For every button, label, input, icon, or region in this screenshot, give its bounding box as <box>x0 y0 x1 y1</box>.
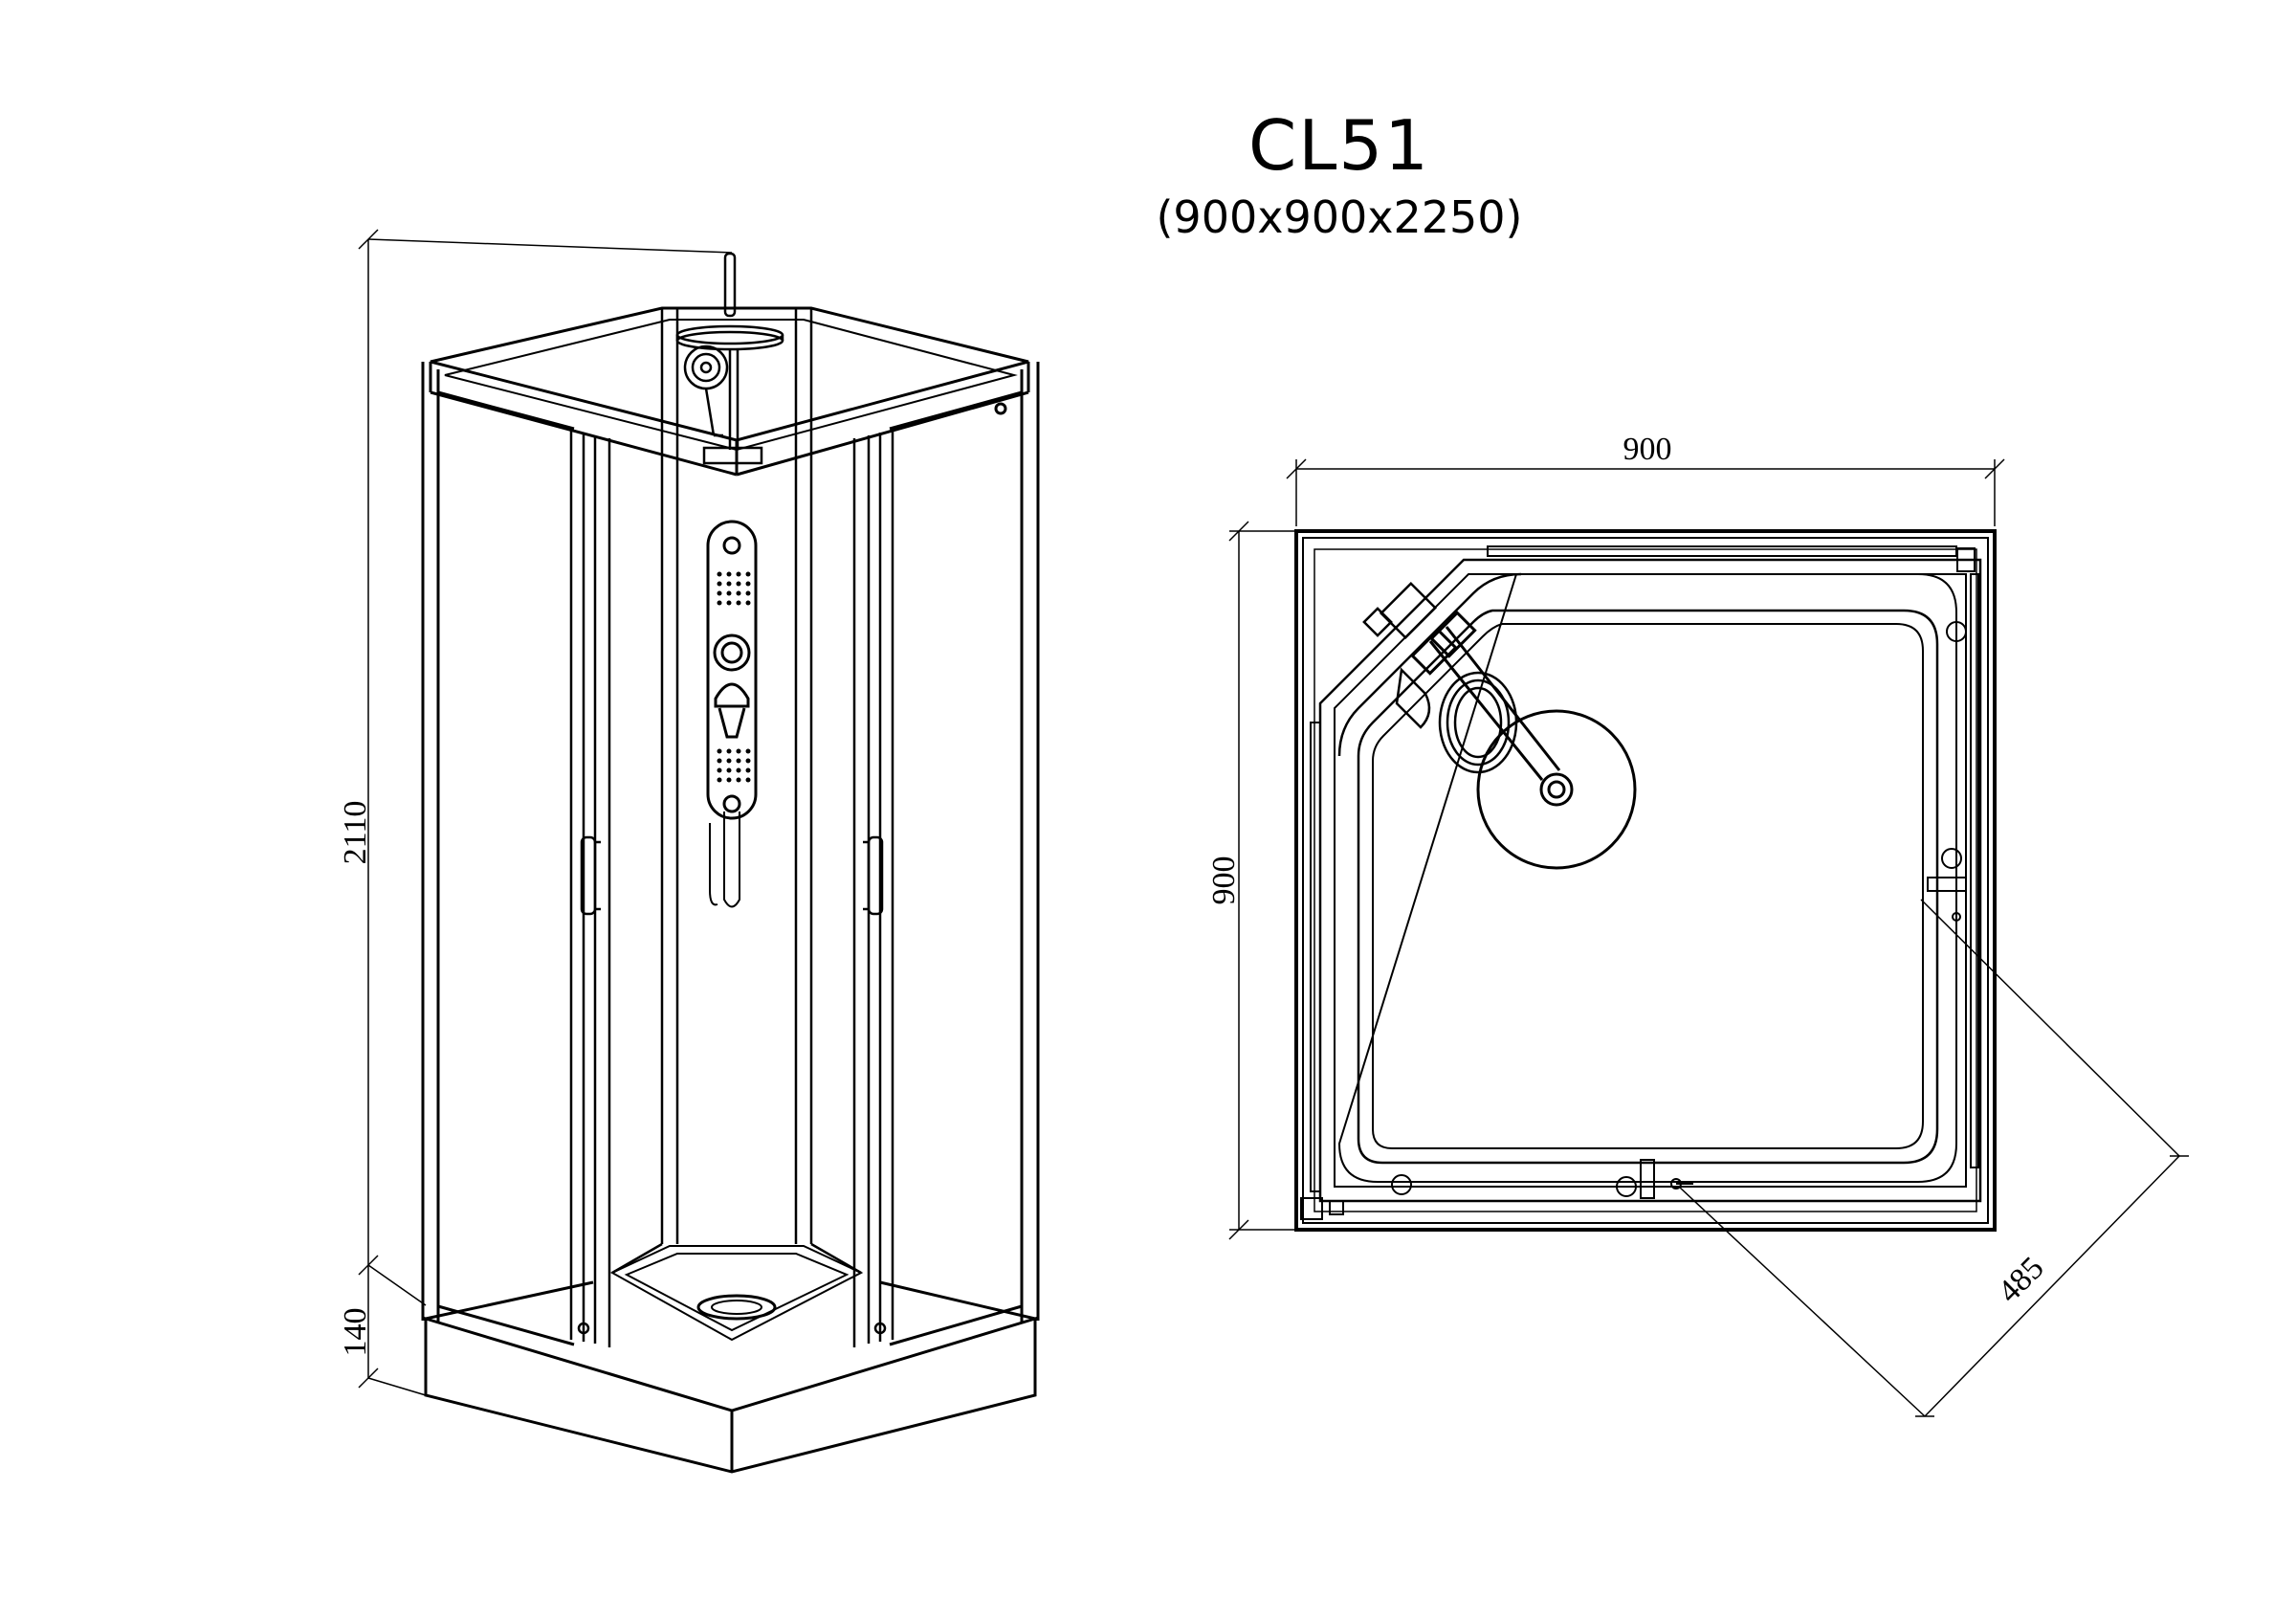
panel-jets-lower <box>717 748 751 783</box>
shower-column <box>675 252 784 465</box>
dim-label-diagonal-485: 485 <box>1991 1250 2050 1309</box>
panel-jets-upper <box>717 571 751 606</box>
roof-frame <box>429 306 1030 477</box>
plan-hand-shower-icon <box>1362 581 1518 774</box>
left-door <box>569 431 611 1347</box>
height-dimension <box>358 229 733 1396</box>
shower-tray <box>424 1280 1037 1474</box>
control-panel <box>706 520 758 908</box>
dim-label-2110: 2110 <box>338 801 373 865</box>
model-title: CL51 <box>1247 105 1430 186</box>
dim-label-width-900: 900 <box>1623 432 1672 467</box>
model-dimensions: (900x900x2250) <box>1156 191 1523 243</box>
diagonal-dimension <box>1678 899 2189 1417</box>
plan-fittings <box>1300 545 1979 1220</box>
left-frame <box>421 362 575 1346</box>
hand-shower-icon <box>683 345 729 437</box>
plan-view: 900 900 485 <box>1206 432 2189 1417</box>
depth-dimension <box>1228 521 1301 1240</box>
plan-tray-outline <box>1318 558 1982 1203</box>
right-frame <box>889 362 1040 1346</box>
dim-label-140: 140 <box>338 1308 373 1357</box>
plan-outer-frame <box>1294 529 1997 1232</box>
width-dimension <box>1286 458 2005 526</box>
front-view: 2110 140 <box>338 229 1040 1474</box>
back-corner <box>611 308 862 1275</box>
tray-floor <box>609 1245 864 1342</box>
plan-shower-head-icon <box>1410 611 1637 870</box>
dim-label-depth-900: 900 <box>1206 856 1242 905</box>
right-door <box>852 431 894 1347</box>
